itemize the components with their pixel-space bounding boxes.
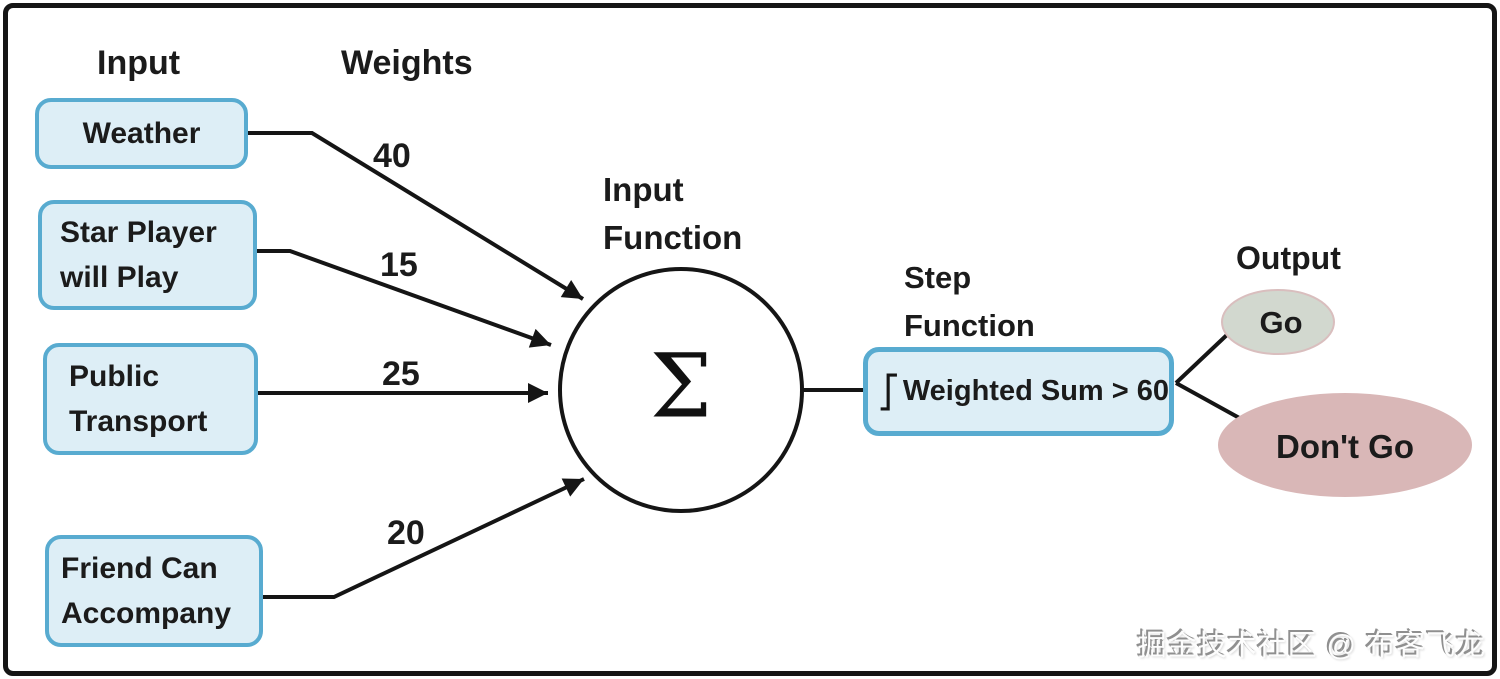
input-box-label: Weather	[82, 117, 201, 150]
weight-value-weather: 40	[373, 137, 411, 175]
dont-go-output-label: Don't Go	[1276, 428, 1414, 465]
input-box-public-transport: Public Transport	[43, 343, 258, 455]
connection-friend-to-sum	[263, 477, 585, 599]
input-function-label: Input Function	[603, 171, 743, 256]
step-function-box: Weighted Sum > 60	[863, 347, 1174, 436]
go-output-label: Go	[1259, 305, 1303, 340]
input-box-label: Public Transport	[69, 360, 208, 438]
connection-step-to-dontgo	[1175, 381, 1244, 422]
weight-value-public-transport: 25	[382, 355, 420, 393]
watermark-text: 掘金技术社区 @ 布客飞龙	[1137, 630, 1486, 662]
input-box-weather: Weather	[35, 98, 248, 169]
go-ellipse	[1221, 289, 1335, 355]
dont-go-ellipse	[1218, 393, 1472, 497]
sum-neuron-circle	[558, 267, 804, 513]
output-column-heading: Output	[1236, 240, 1341, 276]
weight-value-star-player: 15	[380, 246, 418, 284]
step-function-icon	[880, 372, 897, 411]
input-box-label: Friend Can Accompany	[61, 552, 232, 630]
step-condition-text: Weighted Sum > 60	[902, 375, 1169, 407]
connection-star-player-to-sum	[257, 249, 552, 348]
input-column-heading: Input	[97, 44, 181, 82]
sigma-sum-symbol: Σ	[649, 334, 713, 438]
input-box-star-player: Star Player will Play	[38, 200, 257, 310]
weight-value-friend-accompany: 20	[387, 514, 425, 552]
weights-column-heading: Weights	[341, 44, 473, 82]
step-function-label: Step Function	[904, 260, 1035, 343]
connection-weather-to-sum	[248, 131, 585, 301]
connection-step-to-go	[1174, 330, 1232, 385]
input-box-label: Star Player will Play	[60, 216, 217, 294]
input-box-friend-accompany: Friend Can Accompany	[45, 535, 263, 647]
